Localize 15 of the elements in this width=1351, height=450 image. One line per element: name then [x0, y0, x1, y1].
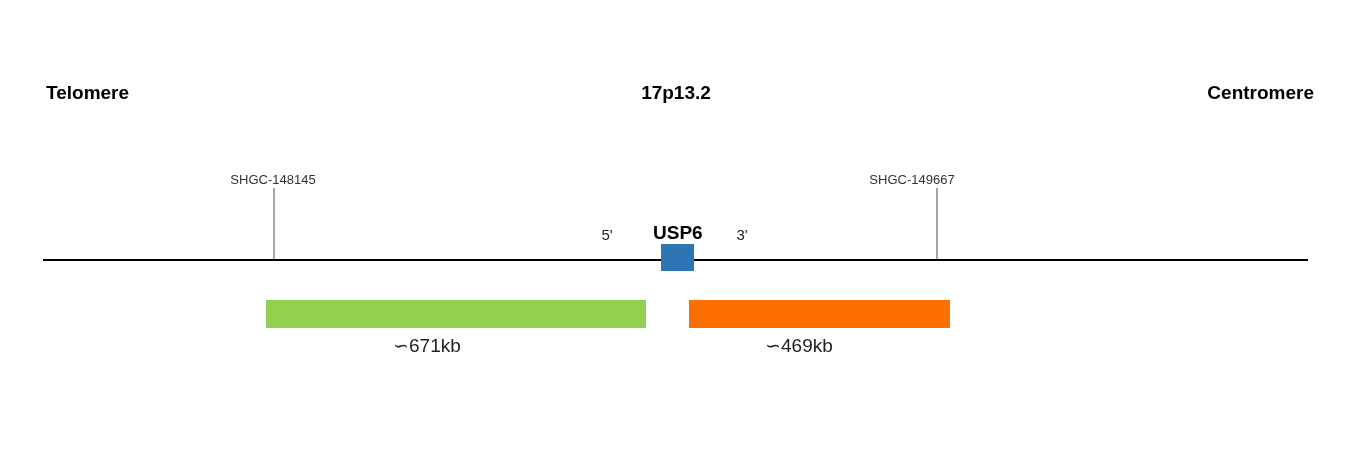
- marker-tick-line: [273, 187, 275, 260]
- probe-bar: [266, 300, 646, 328]
- strand-end-label: 3': [736, 226, 748, 244]
- marker-label: SHGC-148145: [230, 172, 316, 188]
- chromosome-line: [43, 259, 1308, 261]
- probe-bar: [689, 300, 950, 328]
- marker-label: SHGC-149667: [869, 172, 955, 188]
- size-label: ∽469kb: [765, 334, 833, 358]
- region-title: 17p13.2: [641, 81, 711, 105]
- marker-tick-line: [936, 187, 938, 260]
- chromosome-end-label: Telomere: [46, 81, 130, 105]
- strand-end-label: 5': [601, 226, 613, 244]
- size-label: ∽671kb: [393, 334, 461, 358]
- gene-label: USP6: [653, 222, 703, 244]
- chromosome-end-label: Centromere: [1207, 81, 1314, 105]
